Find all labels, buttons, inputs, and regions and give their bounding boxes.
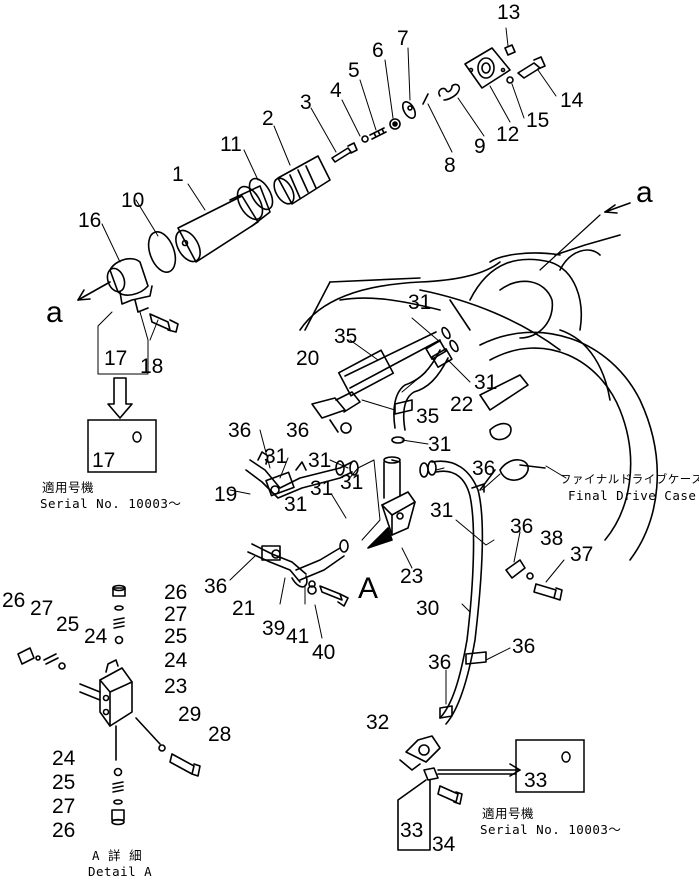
part-label-8: 8 [444, 154, 456, 177]
part-label-27-a: 27 [164, 603, 188, 626]
part-label-31-h: 31 [284, 493, 308, 516]
part-label-23-a: 23 [400, 565, 424, 588]
part-label-20: 20 [296, 347, 320, 370]
part-label-36-g: 36 [428, 651, 452, 674]
part-label-31-b: 31 [474, 371, 498, 394]
part-label-6: 6 [372, 39, 384, 62]
part-label-37: 37 [570, 543, 594, 566]
part-label-9: 9 [474, 135, 486, 158]
note-serial-2: Serial No. 10003～ [480, 822, 622, 837]
part-label-15: 15 [526, 109, 550, 132]
part-label-21: 21 [232, 597, 256, 620]
inset-boxes [87, 419, 585, 793]
part-label-27-c: 27 [52, 795, 76, 818]
part-label-36-a: 36 [228, 419, 252, 442]
part-label-19: 19 [214, 483, 238, 506]
part-label-26-a: 26 [164, 581, 188, 604]
part-label-2: 2 [262, 107, 274, 130]
part-label-39: 39 [262, 617, 286, 640]
part-label-18: 18 [140, 355, 164, 378]
arrow-a-left [77, 281, 111, 301]
part-label-26-c: 26 [52, 819, 76, 842]
detail-a-drawing [17, 584, 201, 826]
note-serial-1: Serial No. 10003～ [40, 496, 182, 511]
part-label-24-c: 24 [52, 747, 76, 770]
part-label-35-a: 35 [334, 325, 358, 348]
part-label-31-g: 31 [310, 477, 334, 500]
part-label-36-b: 36 [286, 419, 310, 442]
part-label-10: 10 [121, 189, 145, 212]
part-label-31-i: 31 [430, 499, 454, 522]
part-label-31-f: 31 [340, 471, 364, 494]
part-label-33-a: 33 [400, 819, 424, 842]
part-label-32: 32 [366, 711, 390, 734]
ref-a-left: a [46, 296, 63, 329]
note-detail-jp: A 詳 細 [92, 848, 143, 863]
ref-A: A [358, 572, 379, 605]
part-label-36-d: 36 [510, 515, 534, 538]
inset-part-label-33: 33 [524, 769, 548, 792]
leader-lines [97, 27, 567, 705]
inset-part-label-17: 17 [92, 449, 116, 472]
part-label-29: 29 [178, 703, 202, 726]
part-label-36-c: 36 [472, 457, 496, 480]
part-label-31-a: 31 [408, 291, 432, 314]
part-label-25-a: 25 [164, 625, 188, 648]
part-label-24-b: 24 [84, 625, 108, 648]
note-final-drive-jp: ファイナルドライブケース [560, 472, 699, 486]
arrow-a-right [539, 202, 631, 271]
part-label-14: 14 [560, 89, 584, 112]
part-label-41: 41 [286, 625, 310, 648]
part-label-31-c: 31 [428, 433, 452, 456]
part-label-30: 30 [416, 597, 440, 620]
filter-assembly [106, 44, 546, 333]
note-final-drive-en: Final Drive Case [568, 488, 697, 503]
part-label-31-e: 31 [308, 449, 332, 472]
part-label-11: 11 [220, 133, 242, 156]
down-arrow [107, 377, 133, 419]
part-label-34: 34 [432, 833, 456, 856]
part-label-4: 4 [330, 79, 342, 102]
hose-assembly [245, 326, 563, 851]
part-label-23-b: 23 [164, 675, 188, 698]
part-label-28: 28 [208, 723, 232, 746]
part-label-22: 22 [450, 393, 474, 416]
part-label-36-f: 36 [512, 635, 536, 658]
part-label-38: 38 [540, 527, 564, 550]
part-label-7: 7 [397, 27, 409, 50]
note-detail-en: Detail A [88, 864, 153, 879]
part-label-40: 40 [312, 641, 336, 664]
part-label-31-d: 31 [264, 445, 288, 468]
part-label-35-b: 35 [416, 405, 440, 428]
part-label-24-a: 24 [164, 649, 188, 672]
part-label-17: 17 [104, 347, 128, 370]
part-label-25-c: 25 [52, 771, 76, 794]
ref-a-right: a [636, 176, 653, 209]
part-label-27-b: 27 [30, 597, 54, 620]
final-drive-case [299, 234, 659, 561]
part-label-13: 13 [497, 1, 521, 24]
part-label-3: 3 [300, 91, 312, 114]
note-applicable-1: 適用号機 [42, 480, 95, 495]
part-label-36-e: 36 [204, 575, 228, 598]
part-label-16: 16 [78, 209, 102, 232]
part-label-12: 12 [496, 123, 520, 146]
part-label-26-b: 26 [2, 589, 26, 612]
part-label-1: 1 [172, 163, 184, 186]
part-label-25-b: 25 [56, 613, 80, 636]
note-applicable-2: 適用号機 [482, 806, 535, 821]
part-label-5: 5 [348, 59, 360, 82]
